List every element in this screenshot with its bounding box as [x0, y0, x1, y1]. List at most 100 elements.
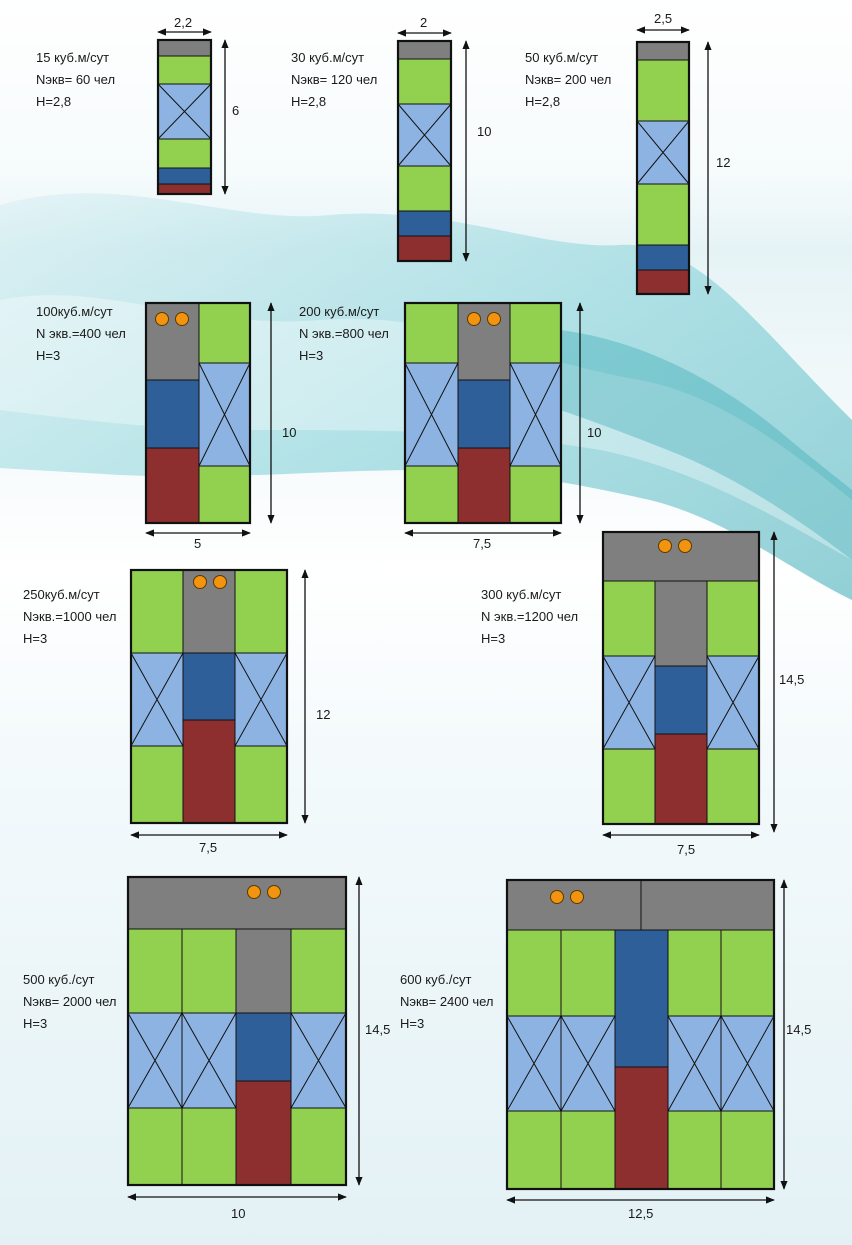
pump-circle: [678, 539, 692, 553]
pump-circle: [658, 539, 672, 553]
zone-cross: [560, 1015, 616, 1112]
dark-blue-zone: [614, 929, 669, 1068]
plant-outline: [396, 39, 453, 263]
plant-outline: [129, 568, 289, 825]
length-dim-p15: 6: [232, 103, 240, 118]
green-zone: [602, 580, 656, 657]
height-text: H=3: [36, 348, 61, 363]
pump-circle: [175, 312, 189, 326]
green-zone: [560, 929, 616, 1017]
green-zone: [706, 580, 760, 657]
zone-cross: [157, 83, 212, 140]
population-text: Nэкв= 2400 чел: [400, 994, 494, 1009]
green-zone: [404, 465, 459, 524]
height-text: H=2,8: [36, 94, 72, 109]
red-zone: [457, 447, 511, 524]
plant-outline: [156, 38, 213, 196]
zone-cross: [404, 362, 459, 467]
green-zone: [602, 748, 656, 825]
length-dim-p30: 10: [477, 124, 492, 139]
label-p100: 100куб.м/сут N экв.=400 чел H=3: [36, 301, 126, 367]
capacity-text: 100куб.м/сут: [36, 304, 113, 319]
length-dim-p100: 10: [282, 425, 297, 440]
green-zone: [157, 138, 212, 169]
red-zone: [397, 235, 452, 262]
capacity-text: 600 куб./сут: [400, 972, 472, 987]
dark-blue-zone: [145, 379, 200, 449]
height-text: H=3: [23, 631, 48, 646]
label-p600: 600 куб./сут Nэкв= 2400 чел H=3: [400, 969, 494, 1035]
zone-cross: [636, 120, 690, 185]
width-dim-p30: 2: [420, 15, 428, 30]
gray-zone: [640, 879, 775, 931]
gray-zone: [602, 531, 760, 582]
green-zone: [667, 929, 722, 1017]
pump-circle: [570, 890, 584, 904]
length-dim-p50: 12: [716, 155, 731, 170]
zone-cross: [720, 1015, 775, 1112]
green-zone: [509, 302, 562, 364]
plant-p50: [635, 26, 712, 296]
green-zone: [198, 465, 251, 524]
label-p200: 200 куб.м/сут N экв.=800 чел H=3: [299, 301, 389, 367]
plant-p250: [129, 568, 309, 839]
red-zone: [636, 269, 690, 295]
population-text: N экв.=800 чел: [299, 326, 389, 341]
green-zone: [181, 1107, 237, 1186]
length-dim-p300: 14,5: [779, 672, 805, 687]
green-zone: [720, 1110, 775, 1190]
pump-circle: [193, 575, 207, 589]
green-zone: [127, 1107, 183, 1186]
capacity-text: 200 куб.м/сут: [299, 304, 380, 319]
red-zone: [145, 447, 200, 524]
green-zone: [198, 302, 251, 364]
plant-outline: [144, 301, 252, 525]
length-dim-p200: 10: [587, 425, 602, 440]
capacity-text: 300 куб.м/сут: [481, 587, 562, 602]
green-zone: [506, 1110, 562, 1190]
zone-cross: [130, 652, 184, 747]
green-zone: [397, 165, 452, 212]
green-zone: [127, 928, 183, 1014]
dark-blue-zone: [182, 652, 236, 721]
red-zone: [182, 719, 236, 824]
green-zone: [130, 745, 184, 824]
green-zone: [506, 929, 562, 1017]
zone-cross: [509, 362, 562, 467]
height-text: H=3: [23, 1016, 48, 1031]
height-text: H=3: [299, 348, 324, 363]
green-zone: [234, 569, 288, 654]
green-zone: [636, 59, 690, 122]
pump-circle: [247, 885, 261, 899]
zone-cross: [234, 652, 288, 747]
pump-circle: [267, 885, 281, 899]
pump-circle: [550, 890, 564, 904]
green-zone: [290, 928, 347, 1014]
green-zone: [397, 58, 452, 105]
height-text: H=3: [481, 631, 506, 646]
capacity-text: 250куб.м/сут: [23, 587, 100, 602]
zone-cross: [397, 103, 452, 167]
dark-blue-zone: [235, 1012, 292, 1082]
population-text: Nэкв= 60 чел: [36, 72, 116, 87]
dark-blue-zone: [636, 244, 690, 271]
label-p500: 500 куб./сут Nэкв= 2000 чел H=3: [23, 969, 117, 1035]
dark-blue-zone: [157, 167, 212, 185]
zone-cross: [198, 362, 251, 467]
gray-zone: [636, 41, 690, 61]
plant-p30: [396, 29, 470, 263]
dark-blue-zone: [397, 210, 452, 237]
dark-blue-zone: [457, 379, 511, 449]
green-zone: [130, 569, 184, 654]
water-wave-deep: [560, 330, 852, 560]
pump-circle: [487, 312, 501, 326]
green-zone: [706, 748, 760, 825]
green-zone: [157, 55, 212, 85]
dark-blue-zone: [654, 665, 708, 735]
plant-outline: [403, 301, 563, 525]
green-zone: [667, 1110, 722, 1190]
label-p300: 300 куб.м/сут N экв.=1200 чел H=3: [481, 584, 578, 650]
zone-cross: [506, 1015, 562, 1112]
population-text: Nэкв= 200 чел: [525, 72, 612, 87]
